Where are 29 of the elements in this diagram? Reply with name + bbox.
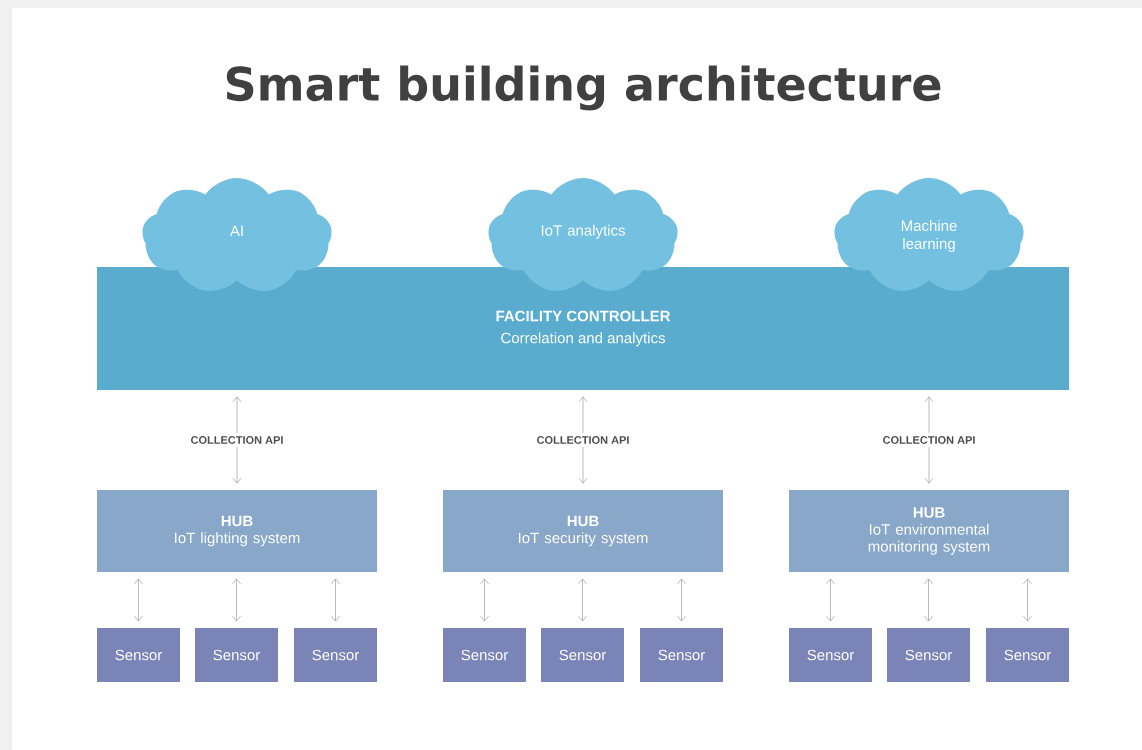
sensor-box: Sensor — [789, 628, 872, 682]
arrow — [924, 578, 933, 622]
sensor-box: Sensor — [294, 628, 377, 682]
hub-box: HUB IoT lighting system — [97, 490, 377, 572]
arrow — [331, 578, 340, 622]
edge-label: COLLECTION API — [187, 433, 287, 447]
arrow — [480, 578, 489, 622]
arrow — [134, 578, 143, 622]
edge-label: COLLECTION API — [879, 433, 979, 447]
sensor-box: Sensor — [443, 628, 526, 682]
sensor-box: Sensor — [97, 628, 180, 682]
arrow — [232, 578, 241, 622]
hub-box: HUB IoT environmental monitoring system — [789, 490, 1069, 572]
arrow — [924, 396, 934, 484]
hub-box: HUB IoT security system — [443, 490, 723, 572]
arrow — [232, 396, 242, 484]
sensor-box: Sensor — [887, 628, 970, 682]
sensor-box: Sensor — [986, 628, 1069, 682]
arrow — [677, 578, 686, 622]
arrow — [1023, 578, 1032, 622]
sensor-box: Sensor — [640, 628, 723, 682]
edge-label: COLLECTION API — [533, 433, 633, 447]
sensor-box: Sensor — [195, 628, 278, 682]
arrow — [578, 578, 587, 622]
controller-band: FACILITY CONTROLLER Correlation and analytics — [97, 267, 1069, 390]
arrow — [826, 578, 835, 622]
arrow — [578, 396, 588, 484]
sensor-box: Sensor — [541, 628, 624, 682]
title: Smart building architecture — [226, 65, 941, 111]
